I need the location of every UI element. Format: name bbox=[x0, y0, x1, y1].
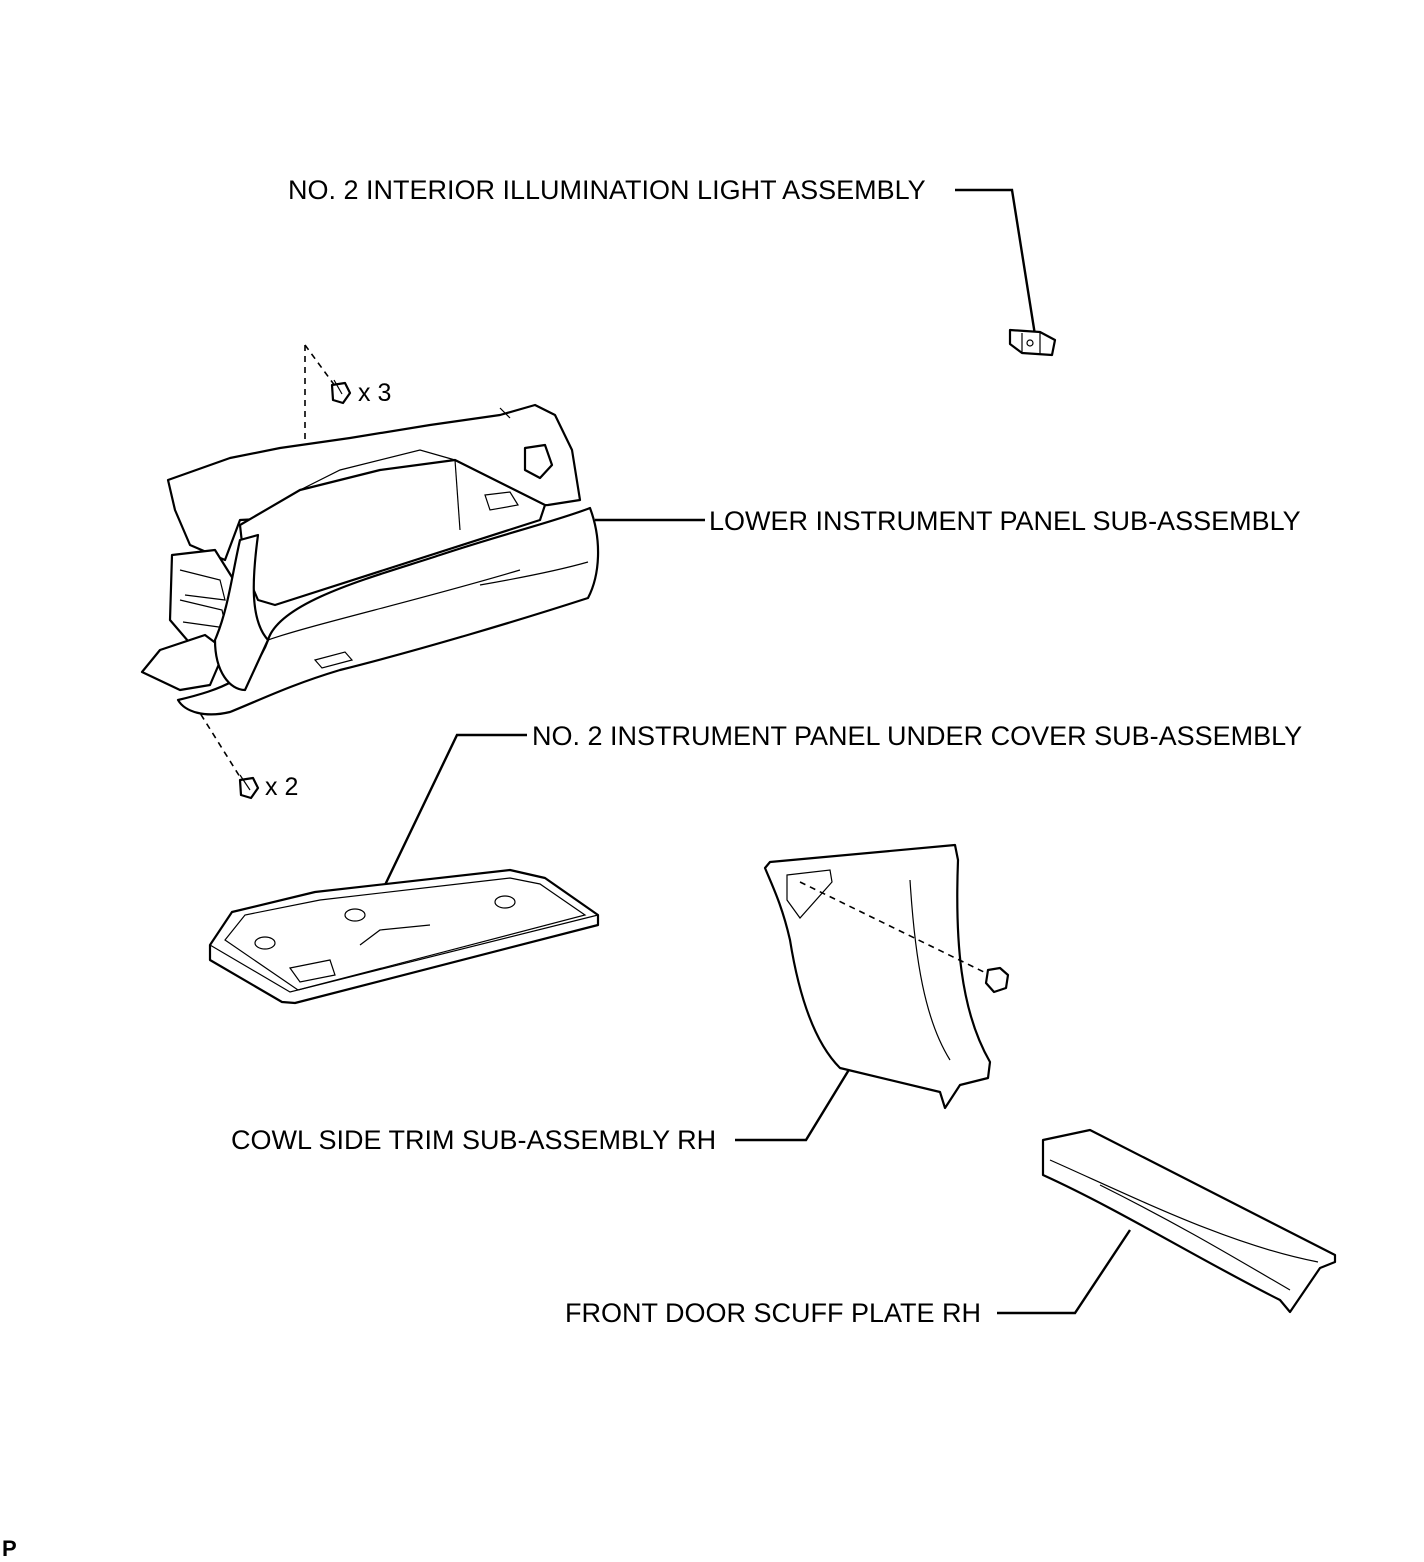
lower-screw-quantity: x 2 bbox=[265, 773, 299, 801]
label-under-cover: NO. 2 INSTRUMENT PANEL UNDER COVER SUB-A… bbox=[532, 721, 1303, 751]
label-lower-panel: LOWER INSTRUMENT PANEL SUB-ASSEMBLY bbox=[709, 506, 1301, 536]
leader-scuff-plate bbox=[997, 1229, 1132, 1315]
lower-screw-drawing bbox=[194, 704, 260, 800]
figure-code: P bbox=[2, 1536, 17, 1561]
label-cowl-trim: COWL SIDE TRIM SUB-ASSEMBLY RH bbox=[231, 1125, 717, 1155]
leader-under-cover bbox=[383, 733, 527, 886]
cowl-trim-drawing bbox=[763, 843, 1010, 1110]
upper-screw-quantity: x 3 bbox=[358, 379, 392, 407]
under-cover-drawing bbox=[208, 868, 600, 1005]
light-assembly-drawing bbox=[1008, 328, 1057, 357]
leader-light-assembly bbox=[955, 188, 1037, 336]
lower-panel-drawing bbox=[140, 403, 600, 716]
label-light-assembly: NO. 2 INTERIOR ILLUMINATION LIGHT ASSEMB… bbox=[288, 175, 926, 205]
leader-cowl-trim bbox=[735, 1067, 852, 1142]
scuff-plate-drawing bbox=[1041, 1128, 1337, 1314]
label-scuff-plate: FRONT DOOR SCUFF PLATE RH bbox=[565, 1298, 982, 1328]
